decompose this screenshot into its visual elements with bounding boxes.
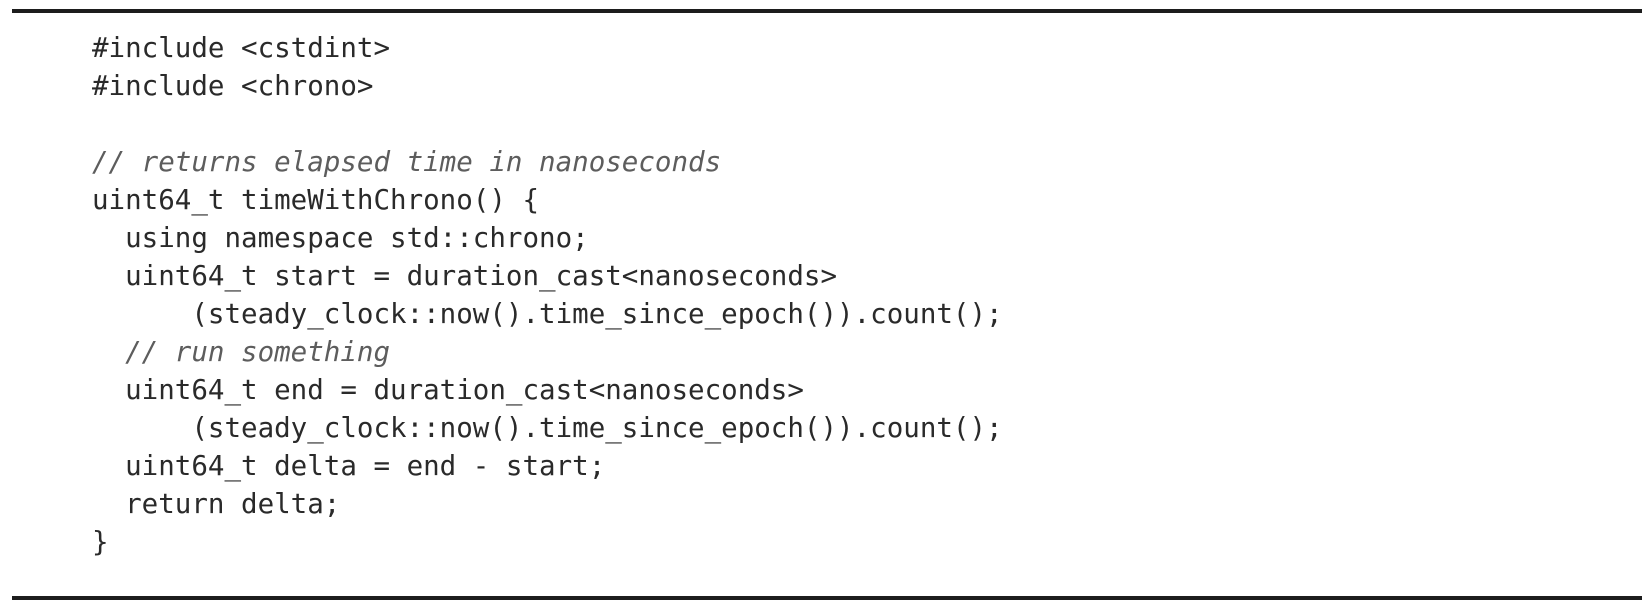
code-line: (steady_clock::now().time_since_epoch())… — [92, 298, 1003, 330]
code-line: } — [92, 526, 109, 558]
bottom-rule — [12, 596, 1642, 600]
code-line: uint64_t end = duration_cast<nanoseconds… — [92, 374, 804, 406]
code-lines: #include <cstdint> #include <chrono> // re… — [92, 29, 1003, 561]
code-line: return delta; — [92, 488, 341, 520]
top-rule — [12, 9, 1642, 13]
code-line — [92, 105, 1003, 143]
code-line: #include <cstdint> — [92, 32, 391, 64]
code-line-comment: // returns elapsed time in nanoseconds — [92, 146, 722, 178]
code-line: uint64_t delta = end - start; — [92, 450, 606, 482]
code-line: #include <chrono> — [92, 70, 374, 102]
code-line-comment: // run something — [92, 336, 391, 368]
code-line: uint64_t start = duration_cast<nanosecon… — [92, 260, 838, 292]
code-line: (steady_clock::now().time_since_epoch())… — [92, 412, 1003, 444]
code-line: uint64_t timeWithChrono() { — [92, 184, 540, 216]
code-line: using namespace std::chrono; — [92, 222, 589, 254]
